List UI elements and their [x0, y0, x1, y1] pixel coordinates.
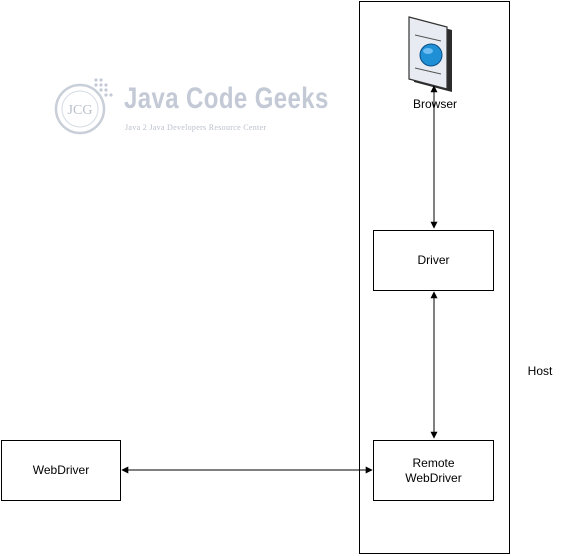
host-label: Host [527, 364, 553, 378]
remote-webdriver-label: Remote WebDriver [405, 455, 462, 485]
jcg-logo-icon: JCG [54, 78, 113, 135]
watermark-subtitle: Java 2 Java Developers Resource Center [125, 123, 267, 132]
webdriver-node: WebDriver [1, 440, 121, 501]
browser-icon [408, 16, 452, 92]
driver-node: Driver [373, 230, 494, 291]
browser-label: Browser [412, 97, 457, 111]
watermark-title: Java Code Geeks [124, 82, 329, 115]
driver-label: Driver [417, 253, 450, 267]
webdriver-label: WebDriver [32, 463, 90, 477]
remote-webdriver-node: Remote WebDriver [373, 440, 494, 501]
host-container [359, 1, 510, 554]
watermark-logo: JCG Java Code Geeks Java 2 Java Develope… [52, 76, 328, 138]
logo-text: JCG [68, 103, 93, 118]
